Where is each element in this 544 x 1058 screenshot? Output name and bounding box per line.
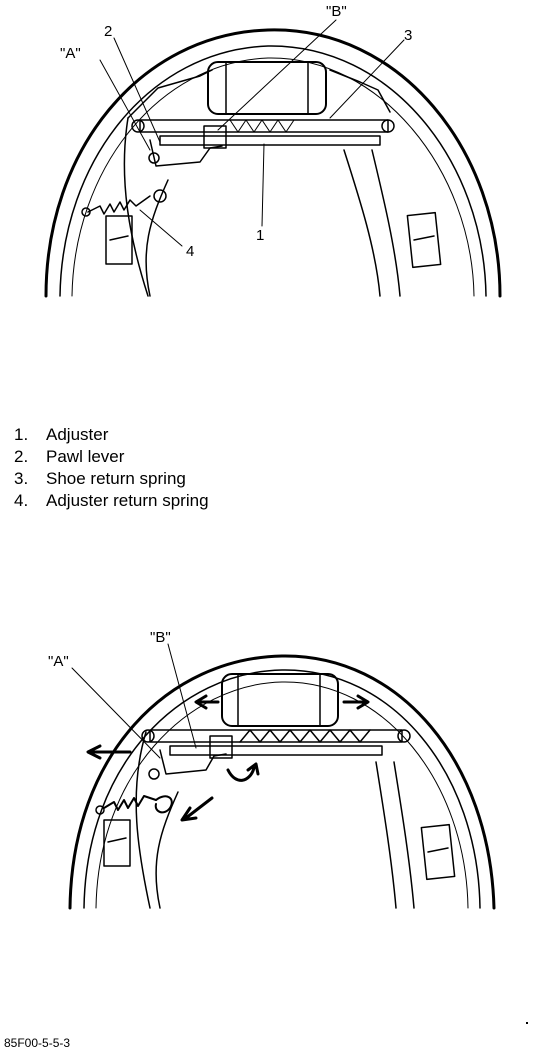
brake-assembly-diagram-top: "A" 2 "B" 3 1 4 [44,3,502,298]
wheel-cylinder [221,673,339,727]
callout-b: "B" [326,3,347,20]
callout-a: "A" [48,653,69,670]
drum-inner-ring [83,669,481,909]
rotation-arrow-icon [226,762,260,782]
drum-inner-ring [59,45,487,297]
arrow-left-icon [86,744,132,760]
brake-shoe-left [135,731,151,909]
shoe-return-spring [239,729,371,743]
legend-item: 4. Adjuster return spring [14,490,209,512]
hold-down-clip-right [420,823,456,881]
brake-shoe-right [343,149,381,297]
adjuster-return-spring [87,195,151,215]
brake-shoe-left [123,117,149,297]
parts-legend: 1. Adjuster 2. Pawl lever 3. Shoe return sp… [14,424,209,512]
brake-assembly-diagram-bottom: "A" "B" [48,629,496,910]
callout-b: "B" [150,629,171,646]
legend-label: Shoe return spring [46,469,186,488]
pawl-lever [149,139,223,167]
legend-label: Pawl lever [46,447,125,466]
drum-outer-ring [44,28,502,298]
arrow-down-left-icon [180,796,214,822]
shoe-return-spring [139,119,389,133]
legend-label: Adjuster [46,425,109,444]
adjuster-return-spring [103,795,157,811]
hold-down-clip-left [103,819,131,867]
legend-item: 1. Adjuster [14,424,209,446]
brake-shoe-right [375,761,397,909]
legend-number: 4. [14,491,29,510]
legend-number: 3. [14,469,29,488]
stray-mark [526,1022,528,1024]
drum-outer-ring [68,654,496,910]
legend-label: Adjuster return spring [46,491,209,510]
callout-3: 3 [404,27,412,44]
adjuster [159,135,381,146]
callout-a: "A" [60,45,81,62]
callout-2: 2 [104,23,112,40]
legend-number: 1. [14,425,29,444]
legend-item: 3. Shoe return spring [14,468,209,490]
wheel-cylinder [207,61,327,115]
callout-1: 1 [256,227,264,244]
hold-down-clip-right [406,211,442,269]
adjuster [169,745,383,756]
legend-item: 2. Pawl lever [14,446,209,468]
arrow-left-icon [194,694,220,710]
hold-down-clip-left [105,215,133,265]
arrow-right-icon [342,694,370,710]
figure-code: 85F00-5-5-3 [4,1036,71,1050]
pawl-lever [159,749,227,775]
callout-4: 4 [186,243,194,260]
legend-number: 2. [14,447,29,466]
